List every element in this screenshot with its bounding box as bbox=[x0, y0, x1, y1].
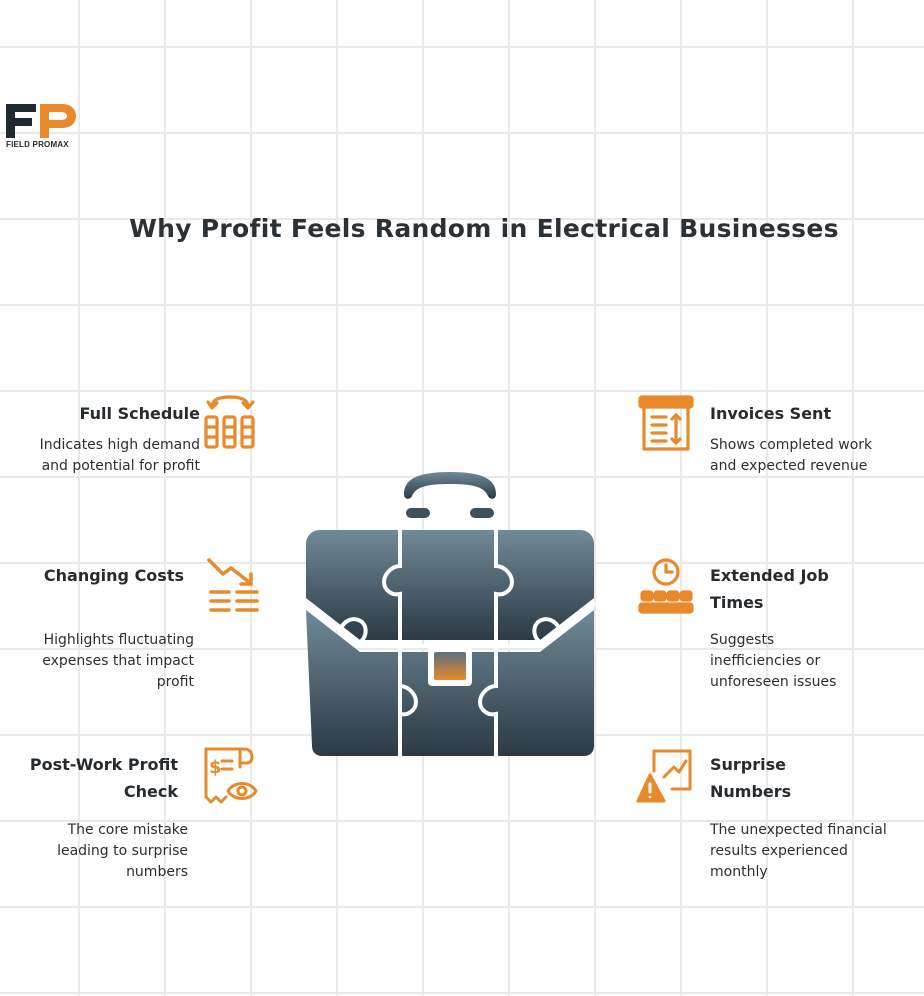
item-heading: Surprise Numbers bbox=[710, 755, 792, 801]
item-extended-job-times: Extended Job Times bbox=[710, 562, 860, 616]
item-heading: Post-Work Profit Check bbox=[29, 755, 178, 801]
item-changing-costs-desc: Highlights fluctuating expenses that imp… bbox=[14, 630, 194, 693]
item-post-work-check-desc: The core mistake leading to surprise num… bbox=[18, 820, 188, 883]
item-description: The unexpected financial results experie… bbox=[710, 822, 887, 880]
brand-logo: FIELD PROMAX bbox=[6, 104, 86, 149]
item-description: Indicates high demand and potential for … bbox=[39, 437, 200, 474]
page-title: Why Profit Feels Random in Electrical Bu… bbox=[129, 214, 839, 243]
svg-text:$: $ bbox=[209, 757, 222, 778]
calendar-grid-icon bbox=[200, 393, 260, 453]
item-extended-job-times-desc: Suggests inefficiencies or unforeseen is… bbox=[710, 630, 870, 693]
item-surprise-numbers: Surprise Numbers bbox=[710, 751, 820, 805]
cost-down-trend-icon bbox=[203, 556, 263, 616]
item-invoices-sent: Invoices Sent Shows completed work and e… bbox=[710, 400, 880, 477]
item-full-schedule: Full Schedule Indicates high demand and … bbox=[20, 400, 200, 477]
item-heading: Full Schedule bbox=[79, 404, 201, 423]
clock-queue-icon bbox=[636, 556, 696, 616]
warning-chart-icon bbox=[636, 745, 696, 805]
item-description: The core mistake leading to surprise num… bbox=[57, 822, 188, 880]
item-heading: Invoices Sent bbox=[710, 404, 832, 423]
item-heading: Extended Job Times bbox=[710, 566, 829, 612]
puzzle-briefcase-icon bbox=[300, 470, 600, 760]
item-surprise-numbers-desc: The unexpected financial results experie… bbox=[710, 820, 890, 883]
item-changing-costs: Changing Costs bbox=[34, 562, 184, 589]
brand-name: FIELD PROMAX bbox=[6, 140, 69, 149]
item-description: Suggests inefficiencies or unforeseen is… bbox=[710, 632, 837, 690]
invoice-icon bbox=[636, 393, 696, 453]
item-heading: Changing Costs bbox=[43, 566, 184, 585]
receipt-eye-icon: $ bbox=[200, 745, 260, 805]
item-description: Shows completed work and expected revenu… bbox=[710, 437, 873, 474]
item-description: Highlights fluctuating expenses that imp… bbox=[42, 632, 194, 690]
fp-logo-icon bbox=[6, 104, 76, 138]
item-post-work-check: Post-Work Profit Check bbox=[28, 751, 178, 805]
